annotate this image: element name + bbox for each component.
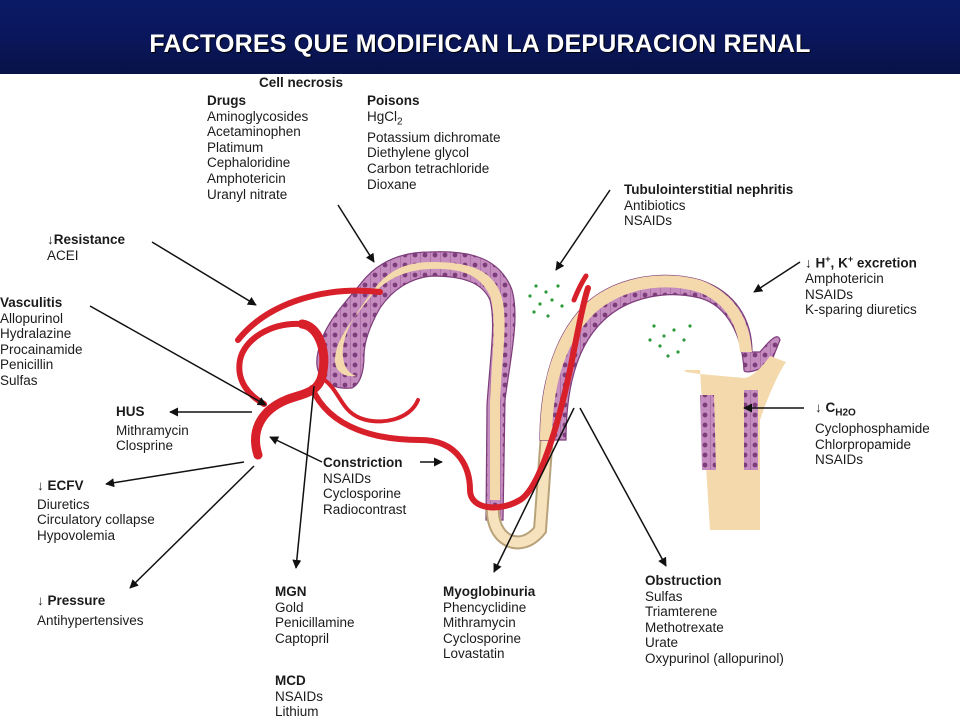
poisons-list: Poisons HgCl2 Potassium dichromate Dieth… bbox=[367, 93, 501, 192]
mcd-item: NSAIDs bbox=[275, 688, 324, 704]
collecting-duct bbox=[684, 356, 786, 530]
ch2o-heading: ↓ CH2O bbox=[815, 400, 856, 419]
resistance-group: ↓Resistance ACEI bbox=[47, 232, 125, 263]
ch2o-item: NSAIDs bbox=[815, 452, 864, 468]
vasculitis-item: Sulfas bbox=[0, 372, 38, 388]
poison-item: Carbon tetrachloride bbox=[367, 161, 490, 177]
mgn-item: Captopril bbox=[275, 630, 330, 646]
down-arrow-icon: ↓ bbox=[805, 255, 812, 271]
constriction-item: NSAIDs bbox=[323, 470, 372, 486]
myoglobinuria-item: Phencyclidine bbox=[443, 599, 527, 615]
ecfv-heading: ECFV bbox=[47, 478, 84, 493]
cell-necrosis-heading: Cell necrosis bbox=[259, 75, 344, 90]
pressure-item: Antihypertensives bbox=[37, 612, 144, 628]
vasculitis-item: Procainamide bbox=[0, 341, 83, 357]
ecfv-item: Circulatory collapse bbox=[37, 512, 155, 528]
hk-excretion-heading: ↓ H+, K+ excretion bbox=[805, 254, 917, 271]
down-arrow-icon: ↓ bbox=[37, 478, 44, 493]
vasculitis-heading: Vasculitis bbox=[0, 295, 63, 310]
header-bar bbox=[0, 0, 960, 74]
tubulointerstitial-heading: Tubulointerstitial nephritis bbox=[624, 182, 794, 197]
resistance-item: ACEI bbox=[47, 247, 79, 263]
down-arrow-icon: ↓ bbox=[815, 400, 822, 415]
hk-excretion-item: NSAIDs bbox=[805, 286, 854, 302]
obstruction-heading: Obstruction bbox=[645, 573, 722, 588]
obstruction-item: Sulfas bbox=[645, 588, 683, 604]
myoglobinuria-item: Mithramycin bbox=[443, 615, 516, 631]
obstruction-item: Triamterene bbox=[645, 604, 718, 620]
cell-necrosis-group: Cell necrosis bbox=[259, 75, 343, 91]
mcd-group: MCD NSAIDs Lithium bbox=[275, 673, 323, 720]
poison-item: Potassium dichromate bbox=[367, 129, 501, 145]
distal-tubule bbox=[539, 274, 781, 441]
hus-item: Closprine bbox=[116, 438, 174, 454]
page-title: FACTORES QUE MODIFICAN LA DEPURACION REN… bbox=[149, 30, 811, 58]
myoglobinuria-item: Cyclosporine bbox=[443, 630, 522, 646]
myoglobinuria-group: Myoglobinuria Phencyclidine Mithramycin … bbox=[443, 584, 535, 662]
pointer-arrows bbox=[89, 189, 804, 589]
obstruction-item: Oxypurinol (allopurinol) bbox=[645, 650, 784, 666]
mcd-heading: MCD bbox=[275, 673, 306, 688]
pressure-group: ↓ Pressure Antihypertensives bbox=[37, 593, 144, 628]
constriction-item: Radiocontrast bbox=[323, 501, 407, 517]
constriction-heading: Constriction bbox=[323, 455, 403, 470]
drug-item: Amphotericin bbox=[207, 170, 286, 186]
ecfv-group: ↓ ECFV Diuretics Circulatory collapse Hy… bbox=[37, 478, 155, 543]
down-arrow-icon: ↓ bbox=[47, 232, 54, 247]
interstitial-infiltrate bbox=[528, 284, 692, 358]
ecfv-item: Diuretics bbox=[37, 496, 90, 512]
tubulointerstitial-item: NSAIDs bbox=[624, 213, 673, 229]
mgn-group: MGN Gold Penicillamine Captopril bbox=[275, 584, 355, 646]
mgn-heading: MGN bbox=[275, 584, 307, 599]
hus-heading: HUS bbox=[116, 404, 145, 419]
down-arrow-icon: ↓ bbox=[37, 593, 44, 608]
hk-excretion-group: ↓ H+, K+ excretion Amphotericin NSAIDs K… bbox=[805, 252, 917, 318]
vasculitis-group: Vasculitis Allopurinol Hydralazine Proca… bbox=[0, 295, 83, 389]
drug-item: Uranyl nitrate bbox=[207, 186, 288, 202]
mgn-item: Gold bbox=[275, 599, 304, 615]
myoglobinuria-item: Lovastatin bbox=[443, 646, 505, 662]
vasculitis-item: Allopurinol bbox=[0, 310, 64, 326]
ch2o-item: Cyclophosphamide bbox=[815, 421, 930, 437]
ch2o-group: ↓ CH2O Cyclophosphamide Chlorpropamide N… bbox=[815, 400, 930, 468]
blood-vessels bbox=[235, 273, 591, 511]
mcd-item: Lithium bbox=[275, 704, 319, 720]
vasculitis-item: Hydralazine bbox=[0, 326, 72, 342]
obstruction-item: Urate bbox=[645, 635, 679, 651]
hk-excretion-item: Amphotericin bbox=[805, 271, 884, 287]
obstruction-item: Methotrexate bbox=[645, 619, 724, 635]
drug-item: Platimum bbox=[207, 139, 264, 155]
constriction-group: Constriction NSAIDs Cyclosporine Radioco… bbox=[323, 455, 406, 517]
drug-item: Aminoglycosides bbox=[207, 108, 309, 124]
poison-item: Diethylene glycol bbox=[367, 145, 470, 161]
ecfv-item: Hypovolemia bbox=[37, 527, 116, 543]
drugs-list: Drugs Aminoglycosides Acetaminophen Plat… bbox=[207, 93, 308, 202]
hk-excretion-item: K-sparing diuretics bbox=[805, 302, 917, 318]
pressure-heading: Pressure bbox=[47, 593, 106, 608]
drugs-heading: Drugs bbox=[207, 93, 247, 108]
poison-item: Dioxane bbox=[367, 176, 417, 192]
hus-item: Mithramycin bbox=[116, 422, 189, 438]
obstruction-group: Obstruction Sulfas Triamterene Methotrex… bbox=[645, 573, 784, 667]
poison-item-hgcl2: HgCl2 bbox=[367, 108, 403, 128]
drug-item: Acetaminophen bbox=[207, 124, 301, 140]
mgn-item: Penicillamine bbox=[275, 615, 355, 631]
hus-group: HUS Mithramycin Closprine bbox=[116, 404, 189, 454]
ch2o-item: Chlorpropamide bbox=[815, 436, 912, 452]
poisons-heading: Poisons bbox=[367, 93, 420, 108]
tubulointerstitial-group: Tubulointerstitial nephritis Antibiotics… bbox=[624, 182, 793, 229]
proximal-tubule bbox=[316, 251, 516, 521]
tubulointerstitial-item: Antibiotics bbox=[624, 197, 686, 213]
myoglobinuria-heading: Myoglobinuria bbox=[443, 584, 536, 599]
constriction-item: Cyclosporine bbox=[323, 486, 402, 502]
resistance-heading: Resistance bbox=[53, 232, 126, 247]
vasculitis-item: Penicillin bbox=[0, 357, 54, 373]
drug-item: Cephaloridine bbox=[207, 155, 291, 171]
